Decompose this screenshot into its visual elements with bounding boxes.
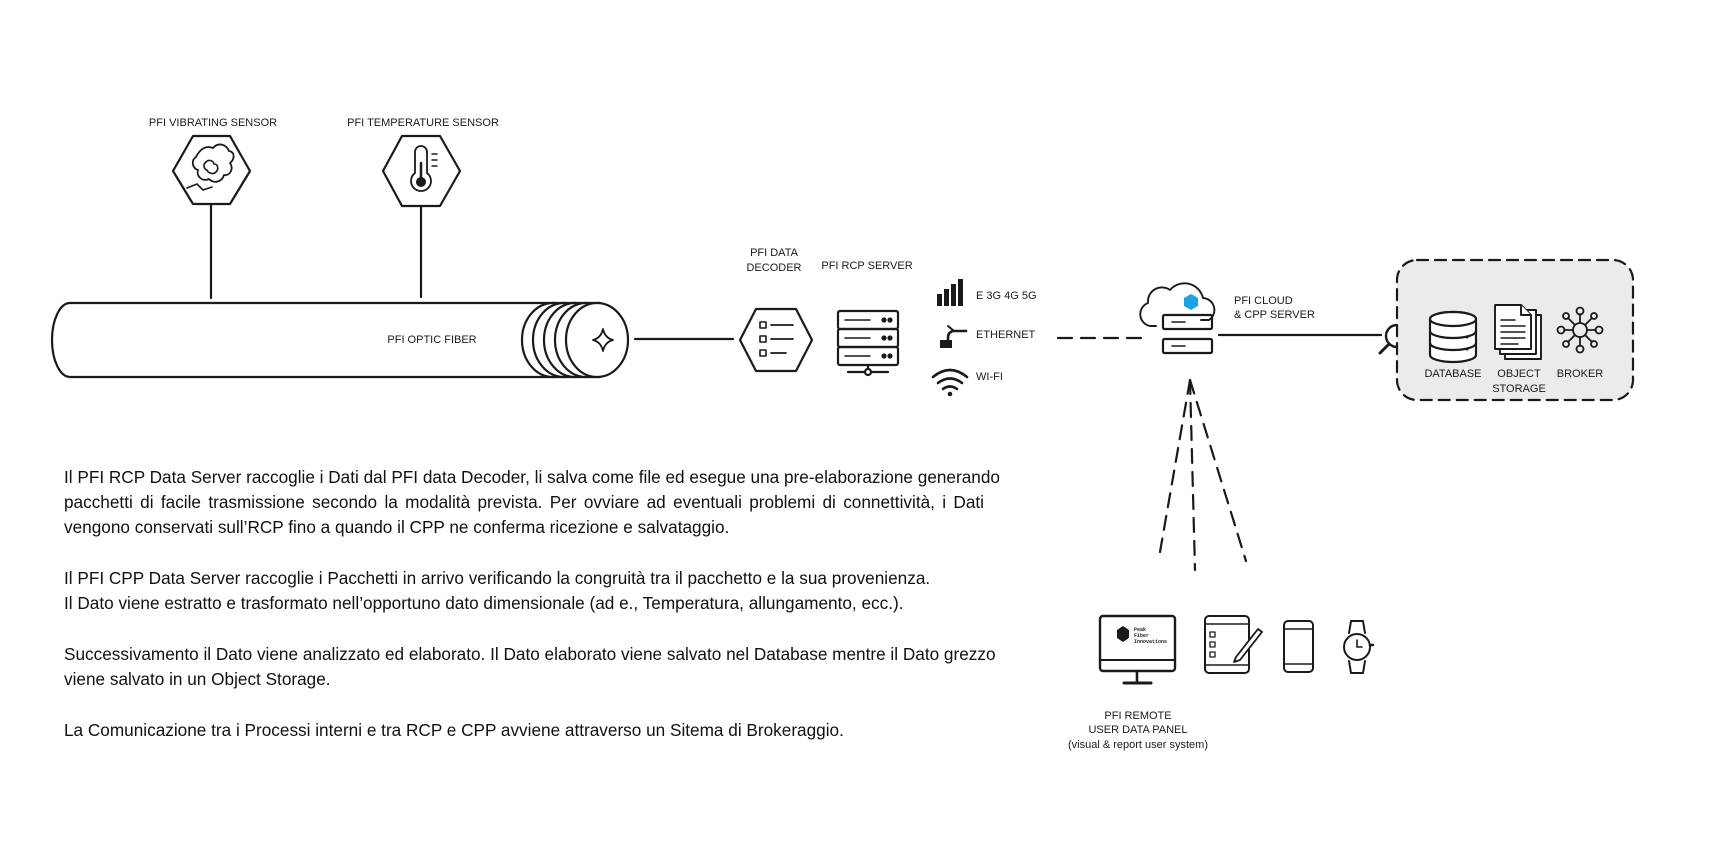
object-storage-label-line2: STORAGE [1492,383,1546,395]
ethernet-icon [940,325,968,348]
paragraph-line: Il PFI RCP Data Server raccoglie i Dati … [64,467,1000,487]
remote-panel-label-line3: (visual & report user system) [1068,739,1208,751]
temperature-sensor-label: PFI TEMPERATURE SENSOR [347,117,499,129]
object-storage-label-line1: OBJECT [1497,368,1541,380]
server-rack-icon [836,309,900,377]
paragraph-line: Il PFI CPP Data Server raccoglie i Pacch… [64,568,931,588]
remote-panel-label-line2: USER DATA PANEL [1088,724,1188,736]
broker-network-icon [1556,306,1604,354]
wifi-icon [931,368,969,397]
cloud-server-label-line1: PFI CLOUD [1234,295,1293,307]
broker-label: BROKER [1556,368,1604,380]
paragraph-cpp-server: Il PFI CPP Data Server raccoglie i Pacch… [64,566,984,616]
paragraph-line: Successivamento il Dato viene analizzato… [64,644,996,664]
thermometer-icon [381,134,462,208]
database-icon [1428,310,1478,364]
remote-panel-label-line1: PFI REMOTE [1104,710,1172,722]
cloud-server-icon [1139,282,1216,355]
ethernet-label: ETHERNET [976,329,1036,341]
signal-bars-icon [937,279,963,306]
decoder-list-icon [738,307,814,373]
fiber-connector-icon [592,328,614,352]
company-logo: Peak Fiber Innovations [1134,627,1167,645]
optic-fiber-cable [50,301,630,379]
mobile-network-label: E 3G 4G 5G [976,290,1037,302]
paragraph-broker: La Comunicazione tra i Processi interni … [64,718,984,743]
rcp-server-label: PFI RCP SERVER [821,260,913,272]
cloud-server-label-line2: & CPP SERVER [1234,309,1315,321]
vibration-icon [171,134,252,206]
documents-icon [1494,304,1542,360]
cloud-device-links [1158,378,1248,572]
svg-text:Innovations: Innovations [1134,639,1167,645]
paragraph-line: La Comunicazione tra i Processi interni … [64,720,844,740]
wifi-label: WI-FI [976,371,1003,383]
paragraph-line: vengono conservati sull’RCP fino a quand… [64,517,730,537]
paragraph-line: pacchetti di facile trasmissione secondo… [64,492,984,512]
paragraph-line: viene salvato in un Object Storage. [64,669,331,689]
svg-text:Peak: Peak [1134,627,1146,633]
database-label: DATABASE [1424,368,1482,380]
svg-text:Fiber: Fiber [1134,633,1149,639]
paragraph-line: Il Dato viene estratto e trasformato nel… [64,593,904,613]
paragraph-analysis: Successivamento il Dato viene analizzato… [64,642,996,692]
smartwatch-icon [1343,620,1375,674]
paragraph-rcp-server: Il PFI RCP Data Server raccoglie i Dati … [64,465,1000,540]
data-decoder-label-line2: DECODER [746,262,802,274]
optic-fiber-label: PFI OPTIC FIBER [387,334,477,346]
tablet-icon [1204,615,1263,674]
smartphone-icon [1283,620,1314,673]
vibrating-sensor-label: PFI VIBRATING SENSOR [148,117,278,129]
data-decoder-label-line1: PFI DATA [750,247,798,259]
monitor-icon [1098,614,1177,685]
